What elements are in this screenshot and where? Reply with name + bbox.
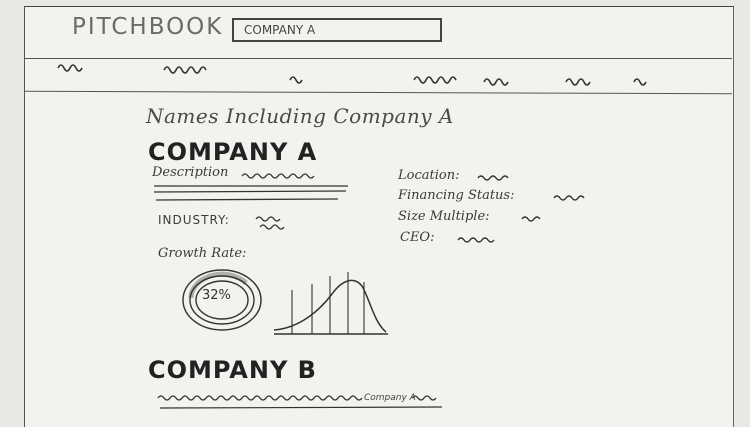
size-multiple-label: Size Multiple: xyxy=(398,209,490,224)
size-multiple-value xyxy=(521,216,541,222)
nav-item-5[interactable] xyxy=(483,76,514,86)
pitchbook-logo[interactable]: PITCHBOOK xyxy=(72,14,224,40)
ceo-label: CEO: xyxy=(400,230,435,245)
location-value xyxy=(477,175,509,181)
growth-rate-label: Growth Rate: xyxy=(158,246,247,261)
nav-item-7[interactable] xyxy=(633,76,654,86)
company-a-title[interactable]: COMPANY A xyxy=(148,138,318,166)
results-heading: Names Including Company A xyxy=(146,104,454,128)
location-label: Location: xyxy=(398,168,460,183)
nav-item-1[interactable] xyxy=(57,62,88,72)
ceo-value xyxy=(457,237,495,243)
growth-donut-chart xyxy=(182,269,262,331)
financing-status-value xyxy=(553,195,585,201)
nav-item-3[interactable] xyxy=(289,74,310,84)
search-input[interactable] xyxy=(232,18,442,42)
nav-item-6[interactable] xyxy=(565,76,596,86)
description-label: Description xyxy=(152,165,229,180)
nav-item-2[interactable] xyxy=(163,64,214,74)
nav-top-border xyxy=(24,58,732,59)
industry-value xyxy=(255,216,285,230)
industry-label: INDUSTRY: xyxy=(158,213,230,227)
nav-item-4[interactable] xyxy=(413,74,464,84)
company-b-title[interactable]: COMPANY B xyxy=(148,356,317,384)
wireframe-sheet xyxy=(24,6,734,427)
financing-status-label: Financing Status: xyxy=(398,188,515,203)
description-text xyxy=(153,173,348,201)
growth-rate-value: 32% xyxy=(202,288,231,303)
growth-distribution-chart xyxy=(273,272,388,335)
company-b-mention: Company A xyxy=(364,393,416,403)
company-b-snippet xyxy=(157,395,443,409)
